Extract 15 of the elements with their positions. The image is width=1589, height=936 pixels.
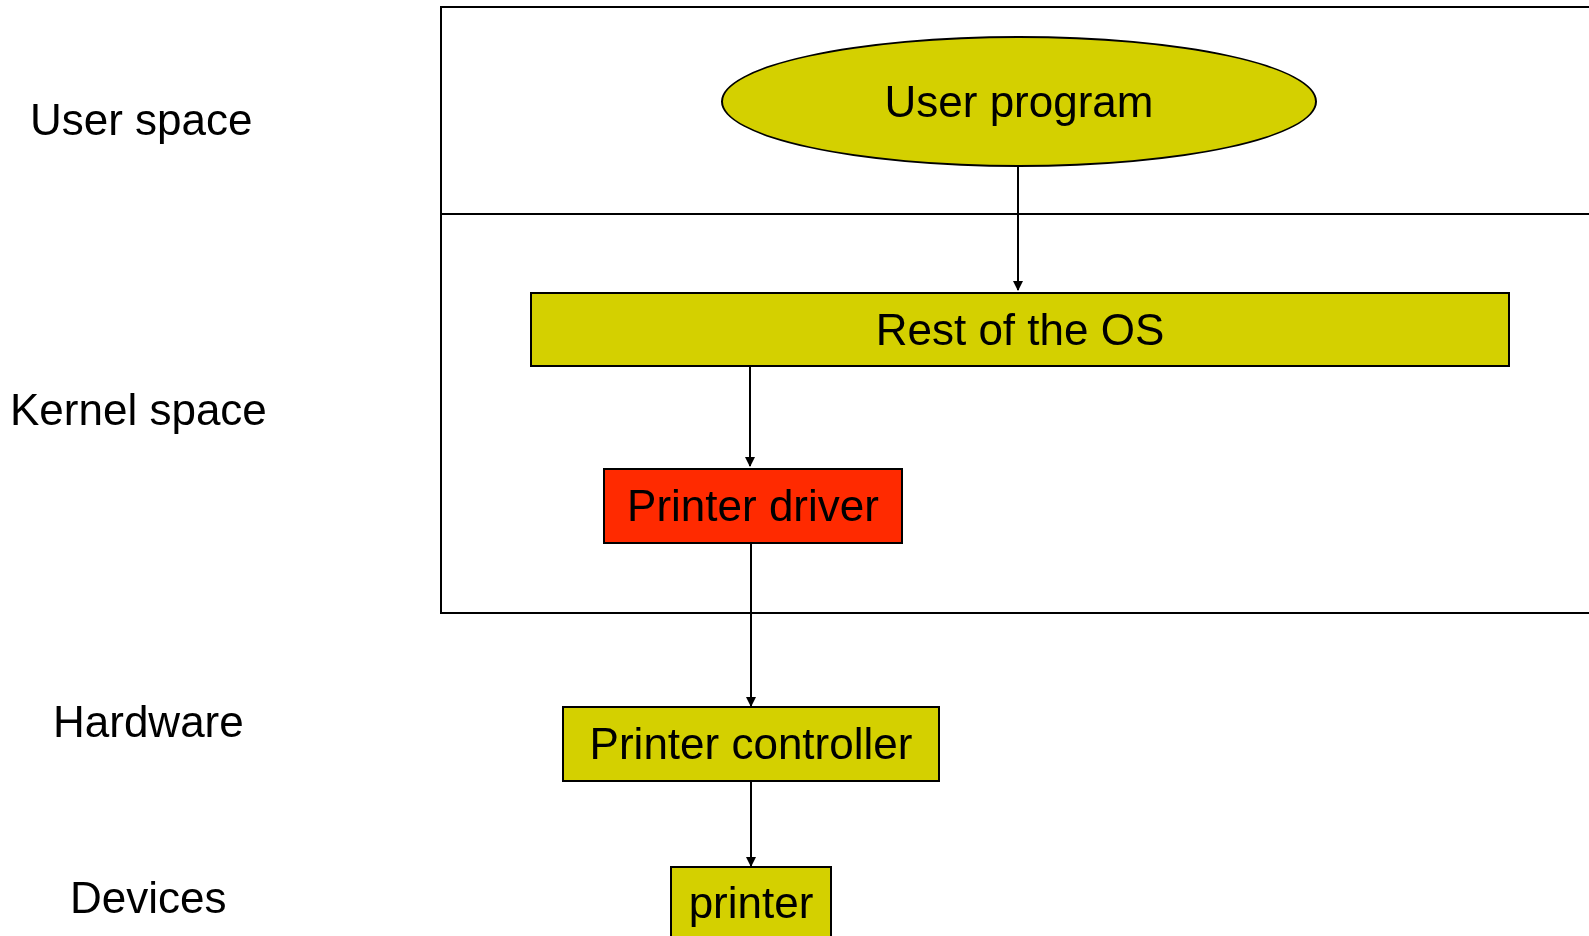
arrow	[746, 781, 756, 867]
arrow	[746, 541, 756, 707]
process-box: Printer controller	[562, 706, 940, 782]
region-box	[440, 213, 1589, 614]
arrow	[745, 364, 755, 467]
process-box: Rest of the OS	[530, 292, 1510, 367]
layer-label: Hardware	[53, 700, 244, 744]
process-box: Printer driver	[603, 468, 903, 544]
process-ellipse: User program	[721, 36, 1317, 167]
layer-label: Devices	[70, 876, 227, 920]
layer-label: Kernel space	[10, 388, 267, 432]
layer-label: User space	[30, 98, 253, 142]
region-box	[440, 6, 1589, 215]
arrow	[1013, 164, 1023, 291]
process-box: printer	[670, 866, 832, 936]
